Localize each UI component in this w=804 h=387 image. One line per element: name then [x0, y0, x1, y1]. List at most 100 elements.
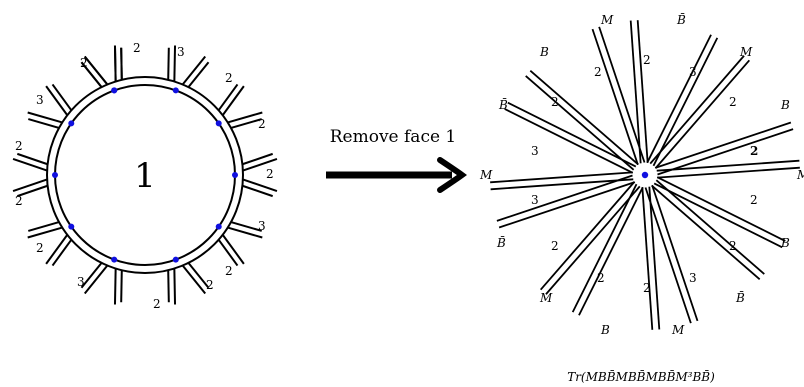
leg-line-outer [217, 83, 239, 111]
right-inner-label-13: 2 [643, 281, 651, 295]
spoke-line [578, 186, 644, 316]
leg-line-outer [187, 262, 210, 289]
leg-line [221, 234, 245, 265]
right-outer-label-6: M [479, 168, 493, 182]
left-label-8: 2 [15, 194, 23, 208]
leg-line [45, 234, 69, 265]
arrow-head [437, 157, 468, 193]
spoke-line [651, 184, 699, 322]
leg-line [12, 178, 48, 193]
right-outer-label-13: M [671, 323, 685, 337]
leg-line [12, 157, 48, 172]
spoke-line [490, 171, 633, 184]
spoke-line [629, 20, 642, 164]
leg-line-outer [167, 270, 170, 303]
leg-line [173, 45, 177, 82]
rose-graph: 2 2 3 2 2 3 2 3 2 2 2 2 3 2 M B̄ B M B̄ … [479, 12, 804, 384]
right-inner-label-10: 2 [729, 239, 737, 253]
spoke-line [498, 181, 636, 229]
right-outer-label-2: B [539, 45, 549, 59]
spoke-line [504, 108, 634, 174]
spoke-line [507, 101, 637, 168]
spoke-line [636, 20, 649, 163]
spoke-line [657, 166, 800, 179]
spoke-line [648, 186, 661, 330]
leg-line-outer [242, 152, 274, 166]
spoke-line [641, 187, 654, 330]
spoke-line [646, 34, 712, 164]
right-inner-label-7: 3 [531, 193, 539, 207]
double-line-spokes [490, 20, 800, 330]
spoke-line [655, 179, 765, 275]
right-inner-label-12: 3 [689, 271, 697, 285]
vertex-dot [172, 87, 179, 94]
leg-line [242, 178, 278, 193]
leg-line-outer [80, 262, 103, 289]
leg-line [113, 268, 117, 305]
spoke-line [545, 185, 641, 295]
vertex-dot [68, 120, 75, 127]
leg-line-outer [230, 221, 262, 232]
leg-line [27, 226, 63, 239]
spoke-line [657, 128, 794, 176]
right-outer-label-1: B̄ [676, 12, 686, 27]
spoke-line [529, 69, 639, 166]
left-label-1: 3 [177, 45, 185, 59]
leg-line-outer [51, 239, 73, 267]
spoke-line [644, 187, 692, 324]
arrow-caption: Remove face 1 [330, 127, 457, 147]
spoke-line [654, 121, 792, 169]
leg-line-outer [242, 184, 274, 198]
leg-line-outer [167, 47, 170, 80]
spoke-line [654, 59, 751, 169]
left-label-9: 3 [258, 219, 266, 233]
spoke-line [539, 181, 636, 291]
face-label: 1 [134, 156, 156, 196]
leg-line [27, 111, 63, 124]
left-label-2: 2 [80, 56, 88, 70]
leg-line [83, 264, 109, 295]
right-inner-label-4: 2 [729, 95, 737, 109]
leg-line-outer [80, 61, 103, 88]
right-inner-label-5: 3 [531, 144, 539, 158]
leg-line-outer [16, 152, 48, 166]
leg-line [221, 85, 245, 116]
left-label-6: 2 [15, 139, 23, 153]
outer-circle [46, 76, 244, 274]
spoke-line [656, 176, 786, 242]
vertex-dots [52, 87, 238, 263]
leg-line-outer [230, 118, 262, 129]
vertex-dot [172, 256, 179, 263]
leg-line [181, 264, 207, 295]
leg-line [173, 268, 177, 305]
right-inner-label-2: 3 [689, 65, 697, 79]
left-label-10: 2 [36, 241, 44, 255]
vertex-dot [232, 172, 238, 178]
right-outer-label-0: M [600, 13, 614, 27]
external-legs [12, 45, 278, 305]
left-label-4: 3 [36, 93, 44, 107]
leg-line [83, 55, 109, 86]
right-outer-label-4: B̄ [498, 97, 508, 112]
leg-line-outer [28, 221, 60, 232]
spoke-line [653, 182, 783, 249]
leg-line [45, 85, 69, 116]
right-inner-label-11: 2 [597, 271, 605, 285]
spoke-line [651, 184, 761, 281]
left-label-7: 2 [266, 167, 274, 181]
vertex-dot [215, 223, 222, 230]
left-label-11: 2 [225, 264, 233, 278]
right-outer-label-9: B [780, 236, 790, 250]
leg-line [227, 226, 263, 239]
spoke-line [649, 55, 745, 165]
right-outer-label-5: B [780, 98, 790, 112]
right-outer-label-12: B [600, 323, 610, 337]
vertex-dot [52, 172, 58, 178]
left-label-14: 2 [153, 297, 161, 311]
leg-line [181, 55, 207, 86]
spoke-line [652, 37, 719, 167]
right-inner-label-6: 2 [750, 144, 758, 158]
leg-line-outer [187, 61, 210, 88]
left-label-3: 2 [225, 71, 233, 85]
